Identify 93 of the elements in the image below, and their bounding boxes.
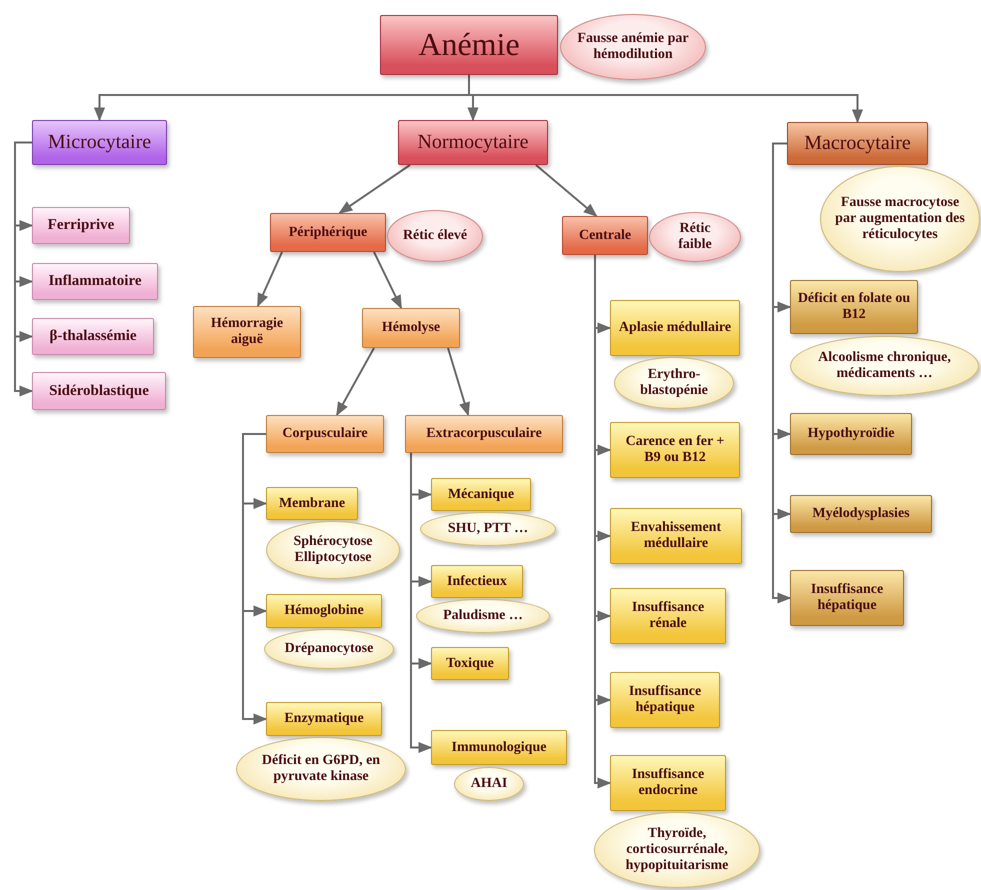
category-box [610,672,720,728]
category-box [431,730,567,765]
box-label: Insuffisance hépatique [628,684,702,716]
box-label: Corpusculaire [282,426,368,442]
category-box [790,495,932,533]
category-box [405,415,563,453]
box-label: Microcytaire [48,131,152,154]
box-label: Rétic élevé [402,228,468,244]
box-label: Membrane [278,496,346,512]
category-box [562,216,648,255]
category-box [32,372,166,410]
note-ellipse [416,599,550,633]
box-label: Toxique [446,656,494,672]
box-label: Ferriprive [48,217,114,234]
box-label: SHU, PTT … [448,521,528,537]
box-label: Erythro- blastopénie [639,367,709,399]
box-label: Carence en fer + B9 ou B12 [624,434,726,466]
category-box [270,213,386,252]
box-label: Sidéroblastique [49,382,149,400]
arrow [373,252,402,310]
category-box [32,318,154,355]
category-box [266,487,358,520]
category-box [431,647,509,680]
box-label: Drépanocytose [284,641,374,657]
box-label: Hémolyse [382,320,440,336]
category-box [32,120,167,165]
category-box [787,122,928,165]
box-label: Rétic faible [677,221,713,253]
box-label: Centrale [578,228,632,244]
box-label: Insuffisance hépatique [810,582,884,614]
note-ellipse [264,629,394,669]
arrow [535,164,598,217]
box-label: Hémoglobine [284,603,364,619]
arrow [336,348,375,416]
category-box [362,308,460,348]
category-box [610,422,740,478]
category-box [431,478,531,511]
box-label: Alcoolisme chronique, médicaments … [817,350,952,382]
category-box [431,565,523,598]
box-label: Périphérique [288,224,368,240]
note-ellipse [614,357,734,409]
box-label: Déficit en G6PD, en pyruvate kinase [260,753,382,785]
arrow [772,142,792,604]
box-label: Mécanique [448,486,514,502]
category-box [610,588,726,644]
box-label: Thyroïde, corticosurrénale, hypopituitarisme [624,826,730,874]
arrow [338,164,411,214]
note-ellipse [387,210,483,262]
category-box [32,263,158,300]
category-box [266,594,382,628]
category-box [790,280,918,334]
box-label: Déficit en folate ou B12 [796,291,912,323]
box-label: β-thalassémie [49,328,137,345]
category-box [790,413,912,455]
box-label: Insuffisance endocrine [630,767,706,799]
box-label: Immunologique [452,740,546,756]
box-label: AHAI [470,776,508,792]
arrow [410,453,432,754]
arrow [256,252,283,308]
box-label: Infectieux [447,574,507,590]
note-ellipse [649,212,741,262]
note-ellipse [420,512,556,546]
category-box [32,207,130,244]
note-ellipse [454,767,524,801]
box-label: Myélodysplasies [812,506,910,522]
category-box [266,415,384,453]
box-label: Macrocytaire [804,132,911,155]
box-label: Hémorragie aiguë [210,316,284,348]
box-label: Hypothyroïdie [808,426,894,442]
box-label: Envahissement médullaire [630,520,722,552]
category-box [380,15,558,75]
box-label: Fausse macrocytose par augmentation des réticulocytes [834,195,966,242]
box-label: Anémie [418,27,520,63]
box-label: Sphérocytose Elliptocytose [292,534,374,566]
arrow [14,142,34,397]
category-box [790,570,904,626]
category-box [610,300,740,356]
box-label: Fausse anémie par hémodilution [576,31,690,63]
box-label: Inflammatoire [48,273,142,290]
category-box [266,702,382,736]
box-label: Aplasie médullaire [618,320,732,336]
box-label: Enzymatique [284,711,364,727]
arrow [447,348,470,416]
note-ellipse [266,521,400,579]
box-label: Normocytaire [417,131,529,154]
box-label: Extracorpusculaire [426,426,542,442]
category-box [610,755,726,811]
box-label: Insuffisance rénale [630,600,706,632]
box-label: Paludisme … [443,608,523,624]
category-box [398,120,548,165]
arrow [242,433,268,725]
category-box [610,508,742,564]
category-box [193,306,301,358]
